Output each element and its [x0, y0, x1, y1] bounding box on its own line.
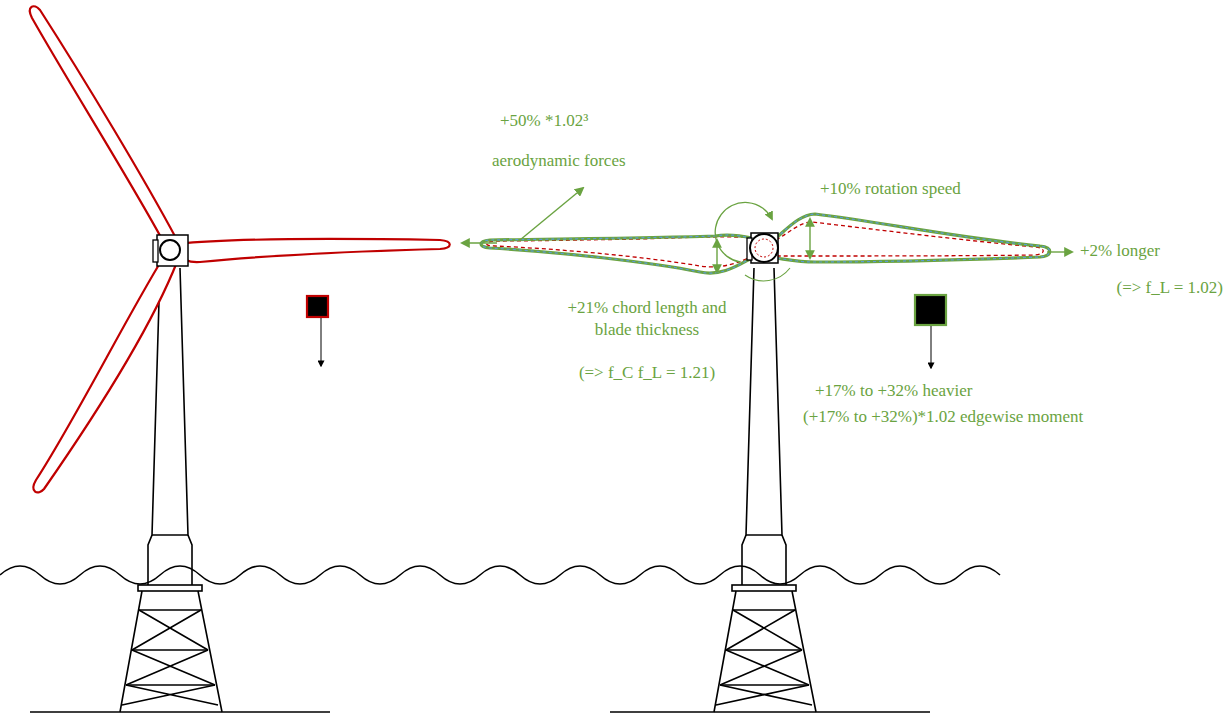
annotation-label: (=> f_L = 1.02)	[1117, 277, 1224, 299]
annotation-label: +21% chord length and blade thickness	[557, 297, 737, 341]
annotation-label: +10% rotation speed	[820, 178, 961, 200]
annotation-label: +50% *1.02³	[500, 110, 588, 132]
annotation-label: (=> f_C f_L = 1.21)	[579, 362, 715, 384]
annotation-label: +2% longer	[1080, 240, 1160, 262]
annotation-label: aerodynamic forces	[492, 150, 626, 172]
annotation-label: (+17% to +32%)*1.02 edgewise moment	[803, 406, 1083, 428]
annotation-label: +17% to +32% heavier	[815, 380, 973, 402]
